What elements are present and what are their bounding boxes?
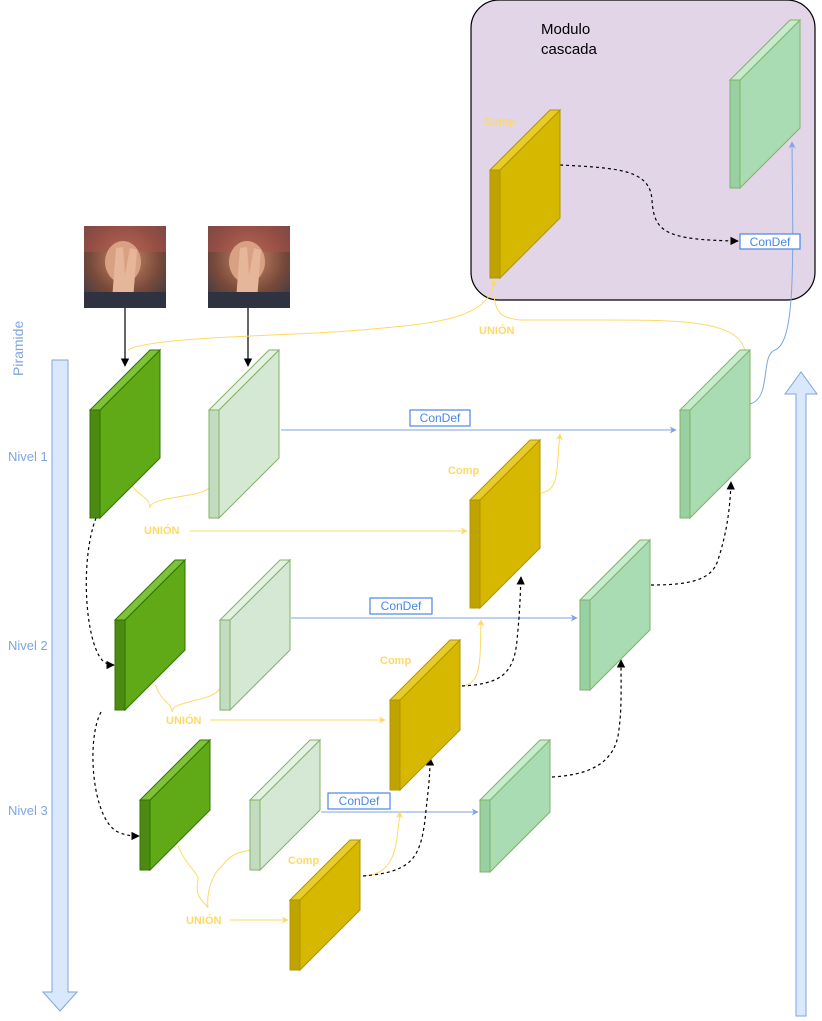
level3-input-block-1: [138, 738, 212, 872]
level3-output-block: [478, 738, 552, 874]
level2-to-level3-down: [92, 711, 140, 841]
pyramid-down-arrow: [41, 359, 79, 1012]
level3-output-block-front: [479, 799, 491, 873]
union-label-level3: UNIÓN: [186, 914, 222, 927]
level3-comp-block: [288, 838, 362, 972]
union-to-cascade-line: [127, 279, 498, 351]
level1-input-block-1-front: [89, 409, 101, 519]
level1-output-block: [678, 348, 752, 520]
level3-input-block-2: [248, 738, 322, 872]
cascade-comp-block: [488, 108, 562, 280]
pyramid-label: Piramide: [10, 321, 26, 376]
level2-comp-out: [461, 619, 485, 687]
cascade-comp-block-front: [489, 169, 501, 279]
level-1-label: Nivel 1: [8, 449, 48, 464]
level3-input-block-1-front: [139, 799, 151, 871]
input-image-2: [208, 226, 290, 308]
level2-union-brace: [154, 683, 221, 713]
level2-input-block-1: [113, 558, 187, 712]
condef-label-level1: ConDef: [409, 409, 471, 427]
condef-text: ConDef: [381, 599, 422, 613]
cascade-output-block-front: [729, 79, 741, 189]
level3-comp-block-front: [289, 899, 301, 971]
level1-union-brace: [125, 475, 210, 509]
condef-label-level3: ConDef: [327, 792, 391, 810]
pyramid-up-arrow: [784, 371, 818, 1017]
level1-comp-block-front: [469, 499, 481, 609]
condef-label-cascade: ConDef: [739, 233, 801, 250]
level-2-label: Nivel 2: [8, 638, 48, 653]
level1-to-level2-down: [85, 517, 115, 670]
level1-output-block-front: [679, 409, 691, 519]
union-label-level1: UNIÓN: [144, 524, 180, 537]
cascade-module-box: [470, 0, 816, 301]
comp-label-level2: Comp: [380, 655, 411, 667]
level2-comp-block: [388, 638, 462, 792]
level-3-label: Nivel 3: [8, 803, 48, 818]
level1-input-block-2-front: [208, 409, 220, 519]
condef-text: ConDef: [750, 235, 791, 249]
input-image-1: [84, 226, 166, 308]
level2-output-block-front: [579, 599, 591, 691]
comp-label-cascade: Comp: [484, 116, 515, 128]
level2-output-block: [578, 538, 652, 692]
union-to-cascade-line-right: [493, 295, 746, 353]
output-to-cascade-line: [749, 141, 796, 405]
cascade-output-block: [728, 18, 802, 190]
level3-out-to-level2-out: [551, 659, 626, 778]
union-label-cascade: UNIÓN: [479, 324, 515, 337]
level1-comp-block: [468, 438, 542, 610]
level2-input-block-1-front: [114, 619, 126, 711]
level2-input-block-2-front: [219, 619, 231, 711]
comp-label-level1: Comp: [448, 465, 479, 477]
level3-union-brace: [177, 845, 253, 909]
level2-comp-to-level1-comp: [461, 576, 525, 687]
level2-comp-block-front: [389, 699, 401, 791]
level1-input-block-1: [88, 348, 162, 520]
level3-comp-out: [362, 811, 403, 877]
level2-input-block-2: [218, 558, 292, 712]
level1-comp-out: [540, 433, 563, 494]
level1-input-block-2: [207, 348, 281, 520]
condef-text: ConDef: [339, 794, 380, 808]
condef-text: ConDef: [420, 411, 461, 425]
comp-label-level3: Comp: [288, 855, 319, 867]
condef-label-level2: ConDef: [369, 597, 433, 615]
union-label-level2: UNIÓN: [166, 714, 202, 727]
level3-input-block-2-front: [249, 799, 261, 871]
